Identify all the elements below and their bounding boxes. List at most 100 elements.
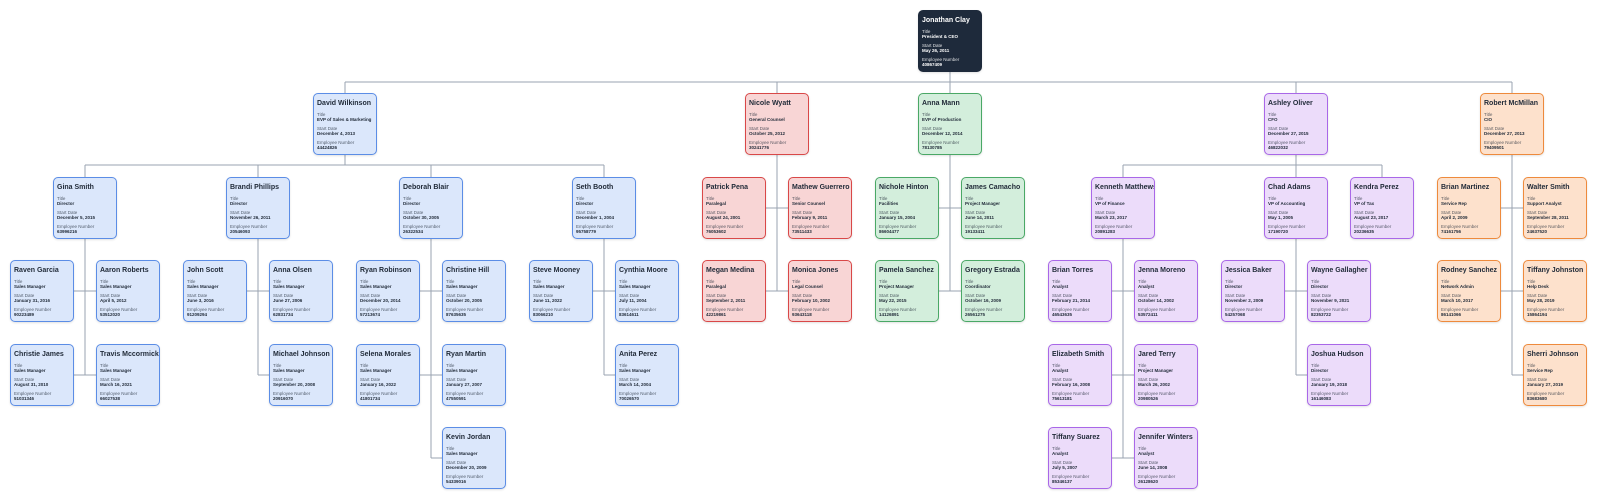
employee-title: Sales Manager xyxy=(100,284,132,289)
employee-name: Tiffany Johnston xyxy=(1527,267,1584,274)
start-date-label: Start Date xyxy=(1354,210,1375,215)
start-date-label: Start Date xyxy=(749,126,770,131)
employee-number-label: Employee Number xyxy=(792,307,830,312)
title-label: Title xyxy=(1441,279,1450,284)
employee-start-date: September 20, 2008 xyxy=(273,382,316,387)
employee-name: Wayne Gallagher xyxy=(1311,267,1368,274)
employee-title: Support Analyst xyxy=(1527,201,1562,206)
employee-title: Sales Manager xyxy=(273,368,305,373)
title-label: Title xyxy=(1268,196,1277,201)
employee-number-label: Employee Number xyxy=(1052,474,1090,479)
employee-start-date: December 1, 2004 xyxy=(576,215,615,220)
start-date-label: Start Date xyxy=(1138,293,1159,298)
employee-number-label: Employee Number xyxy=(619,391,657,396)
start-date-label: Start Date xyxy=(792,293,813,298)
employee-number: 95758779 xyxy=(576,229,597,234)
start-date-label: Start Date xyxy=(1052,460,1073,465)
employee-title: Project Manager xyxy=(879,284,915,289)
title-label: Title xyxy=(1052,446,1061,451)
employee-number-label: Employee Number xyxy=(14,307,52,312)
employee-number-label: Employee Number xyxy=(706,307,744,312)
employee-number: 20891283 xyxy=(1095,229,1116,234)
employee-start-date: October 30, 2005 xyxy=(403,215,440,220)
employee-name: Brian Martinez xyxy=(1441,184,1490,191)
title-label: Title xyxy=(619,363,628,368)
employee-name: Ryan Martin xyxy=(446,351,487,358)
title-label: Title xyxy=(922,29,931,34)
employee-name: Chad Adams xyxy=(1268,184,1311,191)
employee-title: Sales Manager xyxy=(360,284,392,289)
start-date-label: Start Date xyxy=(1095,210,1116,215)
employee-name: Jared Terry xyxy=(1138,351,1176,358)
employee-number: 16146083 xyxy=(1311,396,1332,401)
employee-start-date: October 25, 2012 xyxy=(749,131,786,136)
title-label: Title xyxy=(1484,112,1493,117)
employee-name: Robert McMillan xyxy=(1484,100,1539,107)
employee-number: 86141066 xyxy=(1441,312,1462,317)
title-label: Title xyxy=(446,363,455,368)
employee-name: Kenneth Matthews xyxy=(1095,184,1155,191)
employee-number-label: Employee Number xyxy=(187,307,225,312)
employee-title: Analyst xyxy=(1052,451,1069,456)
employee-name: Jenna Moreno xyxy=(1138,267,1186,274)
title-label: Title xyxy=(1138,446,1147,451)
employee-number: 40867409 xyxy=(922,62,943,67)
employee-start-date: October 14, 2002 xyxy=(1138,298,1175,303)
employee-name: Brian Torres xyxy=(1052,267,1094,274)
employee-title: Sales Manager xyxy=(360,368,392,373)
employee-number-label: Employee Number xyxy=(576,224,614,229)
start-date-label: Start Date xyxy=(100,293,121,298)
